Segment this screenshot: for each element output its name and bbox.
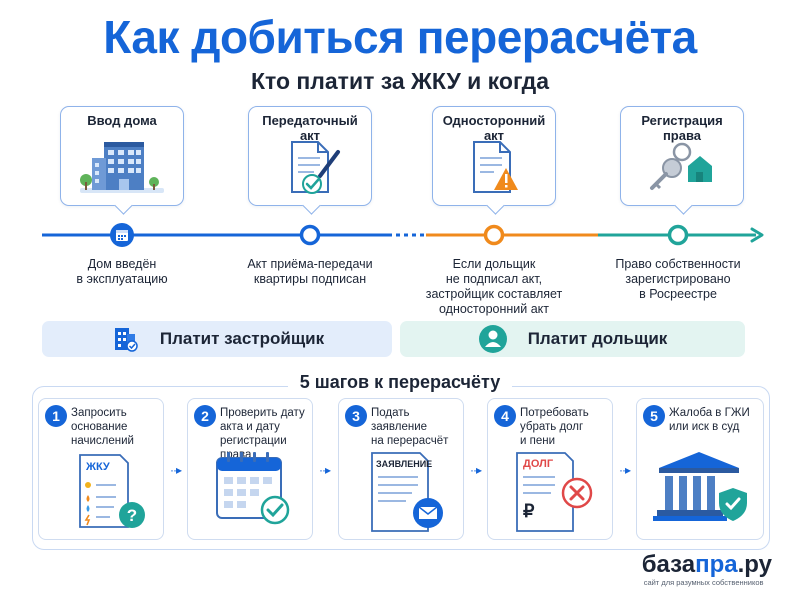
step-card-1: 1 Запросить основание начислений ? ЖКУ [38,398,164,540]
card-title: Односторонний акт [442,113,546,143]
step-number: 4 [494,405,516,427]
step-text: Запросить основание начислений [71,407,134,447]
step-text: Подать заявление на перерасчёт [371,407,449,447]
step-text: Потребовать убрать долг и пени [520,407,589,447]
step-number: 1 [45,405,67,427]
timeline-node-unilateral [483,224,505,246]
step-arrow: ··▸ [619,463,631,477]
band-label: Платит застройщик [159,329,325,348]
card-transfer-act: Передаточный акт [248,106,372,215]
band-owner-pays: Платит дольщик [400,321,745,357]
debt-cancel-icon: ДОЛГ ₽ [488,449,612,535]
step-card-3: 3 Подать заявление на перерасчёт ЗАЯВЛЕН… [338,398,464,540]
step-card-5: 5 Жалоба в ГЖИ или иск в суд [636,398,764,540]
card-title: Передаточный акт [262,113,358,143]
step-arrow: ··▸ [470,463,482,477]
timeline-caption: Дом введён в эксплуатацию [76,257,168,286]
step-text: Жалоба в ГЖИ или иск в суд [669,407,750,433]
warning-document-icon [433,138,555,201]
office-building-icon [114,328,138,352]
court-shield-icon [637,444,763,535]
timeline-caption: Акт приёма-передачи квартиры подписан [247,257,373,286]
band-developer-pays: Платит застройщик [42,321,392,357]
timeline-node-registration [667,224,689,246]
logo-tagline: сайт для разумных собственников [643,578,764,587]
calendar-icon [110,223,134,247]
card-unilateral-act: Односторонний акт [432,106,556,215]
brand-logo: базапра.ру сайт для разумных собственник… [641,551,772,588]
timeline-node-transfer [299,224,321,246]
keys-icon [621,138,743,201]
person-icon [478,325,507,353]
application-envelope-icon: ЗАЯВЛЕНИЕ [339,449,463,535]
card-title: Регистрация права [641,113,723,143]
page-title: Как добиться перерасчёта [103,11,697,63]
step-arrow: ··▸ [170,463,182,477]
calendar-check-icon [188,444,312,535]
step-card-4: 4 Потребовать убрать долг и пени ДОЛГ ₽ [487,398,613,540]
building-icon [61,136,183,201]
timeline-caption: Право собственности зарегистрировано в Р… [615,257,741,301]
utility-bill-icon: ? ЖКУ [39,449,163,535]
step-card-2: 2 Проверить дату акта и дату регистрации… [187,398,313,540]
step-number: 3 [345,405,367,427]
card-house-commissioning: Ввод дома [60,106,184,215]
ruble-icon: ₽ [523,501,535,521]
step-number: 2 [194,405,216,427]
page-subtitle: Кто платит за ЖКУ и когда [250,68,550,94]
doc-label: ДОЛГ [523,458,554,470]
steps-title: 5 шагов к перерасчёту [0,372,800,393]
card-right-registration: Регистрация права [620,106,744,215]
step-arrow: ··▸ [319,463,331,477]
band-label: Платит дольщик [527,329,668,348]
step-number: 5 [643,405,665,427]
signed-document-icon [249,138,371,201]
timeline-caption: Если дольщик не подписал акт, застройщик… [425,257,563,316]
svg-text:?: ? [127,506,137,525]
step-text: Проверить дату акта и дату регистрации п… [220,407,305,461]
doc-label: ЗАЯВЛЕНИЕ [376,459,433,469]
card-title: Ввод дома [87,113,157,128]
doc-label: ЖКУ [86,461,110,473]
logo-wordmark: базапра.ру [641,551,772,578]
